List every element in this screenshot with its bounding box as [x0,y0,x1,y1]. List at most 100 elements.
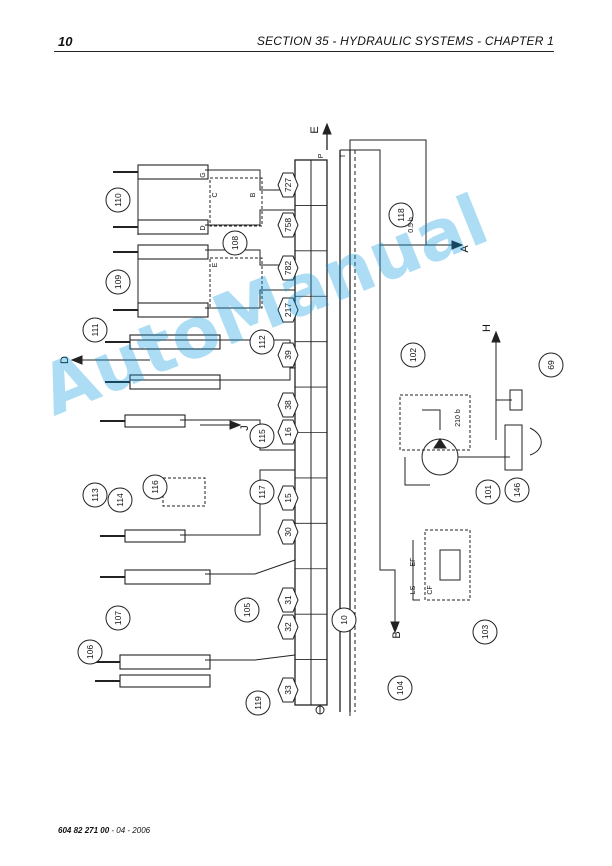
callout-circle [222,230,248,256]
section-label: 217 [283,303,293,317]
cylinder [137,244,209,260]
section-label: 727 [283,178,293,192]
section-hexagon [277,342,299,368]
cylinder [129,374,221,390]
cylinder [137,164,209,180]
callout-label: 10 [339,615,349,625]
section-label: 38 [283,400,293,410]
callout-circle [249,423,275,449]
callout-circle [475,479,501,505]
callout-label: 104 [395,681,405,695]
callout-label: 119 [253,696,263,710]
page-footer: 604 82 271 00 - 04 - 2006 [58,826,150,835]
port-letter: E [309,126,321,133]
callout-circle [249,479,275,505]
page-header: 10 SECTION 35 - HYDRAULIC SYSTEMS - CHAP… [54,34,554,52]
callout-label: 112 [257,335,267,349]
callout-circle [538,352,564,378]
callout-label: 107 [113,611,123,625]
section-label: 782 [283,261,293,275]
section-hexagon [277,255,299,281]
small-label: G [200,172,207,177]
check-valve-119 [315,705,325,715]
callout-circle [387,675,413,701]
small-label: C [212,192,219,197]
section-label: 15 [283,493,293,503]
callout-label: 101 [483,485,493,499]
callout-circle [82,482,108,508]
callout-label: 115 [257,429,267,443]
callout-label: 111 [90,323,100,336]
section-label: 33 [283,685,293,695]
small-label: LS [410,585,417,594]
callout-label: 117 [257,485,267,499]
section-hexagon [277,419,299,445]
callout-label: 106 [85,645,95,659]
section-label: 39 [283,350,293,360]
port-letter: J [239,425,251,431]
callout-label: 105 [242,603,252,617]
callout-label: 114 [115,493,125,507]
section-hexagon [277,212,299,238]
callout-circle [234,597,260,623]
callout-circle [105,269,131,295]
port-letter: H [481,324,493,332]
section-title: SECTION 35 - HYDRAULIC SYSTEMS - CHAPTER… [256,34,554,48]
section-label: 758 [283,218,293,232]
cylinders [95,164,221,688]
small-label: B [250,192,257,197]
callout-circle [77,639,103,665]
callout-label: 103 [480,625,490,639]
callout-circle [245,690,271,716]
section-label: 16 [283,427,293,437]
callout-label: 118 [396,208,406,222]
port-letter: D [59,356,71,364]
cylinder [119,674,211,688]
callout-circle [105,605,131,631]
port-letter: A [459,245,471,253]
section-label: 30 [283,527,293,537]
section-hexagon [277,297,299,323]
page-number: 10 [58,34,73,49]
main-lines [322,122,464,716]
small-label: P [318,153,325,158]
callout-circle [400,342,426,368]
section-label: 31 [283,595,293,605]
callout-label: 146 [512,483,522,497]
section-hexagon [277,519,299,545]
callout-circle [504,477,530,503]
dashed-boxes [162,177,471,601]
diagram-labels: 7277587822173938161530313233110109108111… [59,126,564,716]
callout-label: 108 [230,236,240,250]
callout-circle [388,202,414,228]
callout-circle [105,187,131,213]
small-label: D [200,225,207,230]
section-hexagon [277,587,299,613]
cylinder [137,219,209,235]
cylinder [129,334,221,350]
callout-label: 69 [546,360,556,370]
doc-number: 604 82 271 00 [58,826,110,835]
section-hexagon [277,485,299,511]
cylinder [124,569,211,585]
callout-circle [331,607,357,633]
doc-date: - 04 - 2006 [109,826,151,835]
small-label: CF [427,585,434,594]
callout-circle [249,329,275,355]
callout-label: 102 [408,348,418,362]
header-rule [54,51,554,52]
small-label: E [212,262,219,267]
cylinder [124,529,186,543]
small-label: 0.5 b [408,217,415,233]
callout-circle [82,317,108,343]
section-hexagon [277,677,299,703]
small-label: EF [410,558,417,567]
section-label: 32 [283,622,293,632]
callout-circle [142,474,168,500]
cylinder [137,302,209,318]
section-dividers [295,159,327,706]
valve-bank [294,150,356,712]
section-hexagon [277,392,299,418]
port-letter: B [391,631,403,638]
